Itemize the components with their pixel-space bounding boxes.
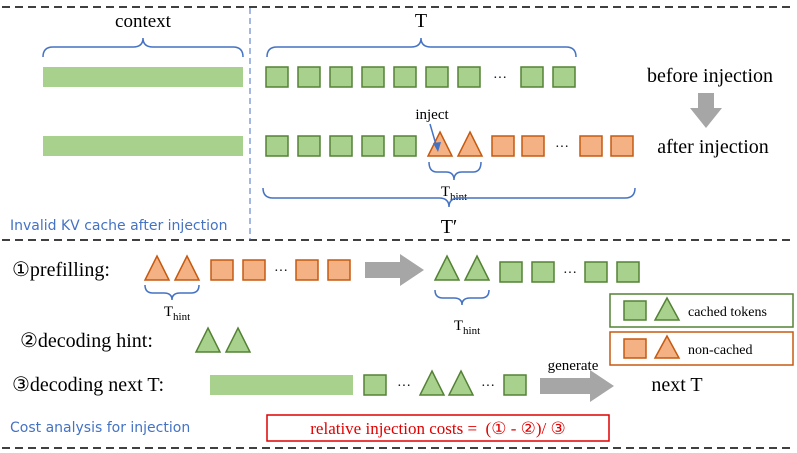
prefilling-label: ①prefilling: [12,259,110,281]
prefill-right-arrow [365,254,424,286]
cached-token [531,261,555,283]
legend-noncached-label: non-cached [688,343,753,358]
down-arrow [690,93,722,128]
inject-arrowhead [433,142,441,152]
row-after-tokens [265,130,634,157]
after-injection-label: after injection [657,136,769,158]
ellipsis-decode-2: ··· [481,379,495,394]
cached-hint-token [447,369,475,396]
cached-token [297,135,321,157]
context-label: context [115,11,172,32]
non-cached-token [210,259,234,281]
thint-brace-prefill [144,284,200,301]
cached-token [361,66,385,88]
non-cached-token [242,259,266,281]
cached-hint-token [463,254,491,281]
ellipsis-before: ··· [493,71,507,86]
non-cached-token [327,259,351,281]
invalid-kv-caption: Invalid KV cache after injection [10,218,227,234]
cached-token [520,66,544,88]
thint-label-result: Thint [454,318,480,337]
context-bar-after [43,136,243,156]
tprime-label: T′ [441,216,458,238]
ellipsis-after: ··· [555,140,569,155]
hint-token [456,130,484,157]
formula-box [266,414,610,442]
cached-token [616,261,640,283]
next-t-label: next T [651,374,702,396]
cached-token [265,135,289,157]
cached-token [363,374,387,396]
generate-arrow [540,370,614,402]
cached-hint-token [418,369,446,396]
legend-cached-box [609,293,794,328]
cached-token [503,374,527,396]
decoding-hint-tokens [194,326,252,353]
legend-cached-label: cached tokens [688,305,767,320]
non-cached-token [579,135,603,157]
decoding-next-tokens [363,369,527,396]
decoding-next-label: ③decoding next T: [12,374,164,396]
legend-cached-square [623,300,647,321]
non-cached-token [521,135,545,157]
cached-hint-token [224,326,252,353]
legend-noncached-triangle [653,334,681,359]
cached-token [329,66,353,88]
cached-token [393,66,417,88]
cached-token [393,135,417,157]
thint-label-top: Thint [441,184,467,203]
non-cached-token [610,135,634,157]
context-brace [42,37,244,58]
ellipsis-prefill-result: ··· [563,266,577,281]
decoding-context-bar [210,375,353,395]
non-cached-token [491,135,515,157]
cached-token [265,66,289,88]
cached-token [552,66,576,88]
t-label: T [415,10,427,32]
t-brace [266,37,577,58]
row-before-tokens [265,66,576,88]
formula-text: relative injection costs = (① - ②)/ ③ [310,419,565,438]
cost-analysis-caption: Cost analysis for injection [10,420,190,436]
decoding-hint-label: ②decoding hint: [20,330,153,352]
cached-hint-token [194,326,222,353]
thint-brace-top [428,161,482,181]
cached-token [361,135,385,157]
cached-token [457,66,481,88]
generate-label: generate [548,358,599,374]
cached-token [584,261,608,283]
cached-token [425,66,449,88]
non-cached-token [295,259,319,281]
inject-label: inject [415,107,449,123]
tprime-brace [262,187,636,208]
hint-token [143,254,171,281]
legend-noncached-square [623,338,647,359]
ellipsis-decode-1: ··· [397,379,411,394]
hint-token [173,254,201,281]
before-injection-label: before injection [647,65,773,87]
legend-cached-triangle [653,296,681,321]
prefill-tokens [143,254,351,281]
cached-hint-token [433,254,461,281]
context-bar-before [43,67,243,87]
cached-token [297,66,321,88]
prefill-result-tokens [433,254,640,283]
thint-brace-result [434,289,490,306]
legend: cached tokens non-cached [609,293,794,366]
thint-label-prefill: Thint [164,304,190,323]
ellipsis-prefill: ··· [274,264,288,279]
cached-token [499,261,523,283]
legend-noncached-box [609,331,794,366]
cached-token [329,135,353,157]
